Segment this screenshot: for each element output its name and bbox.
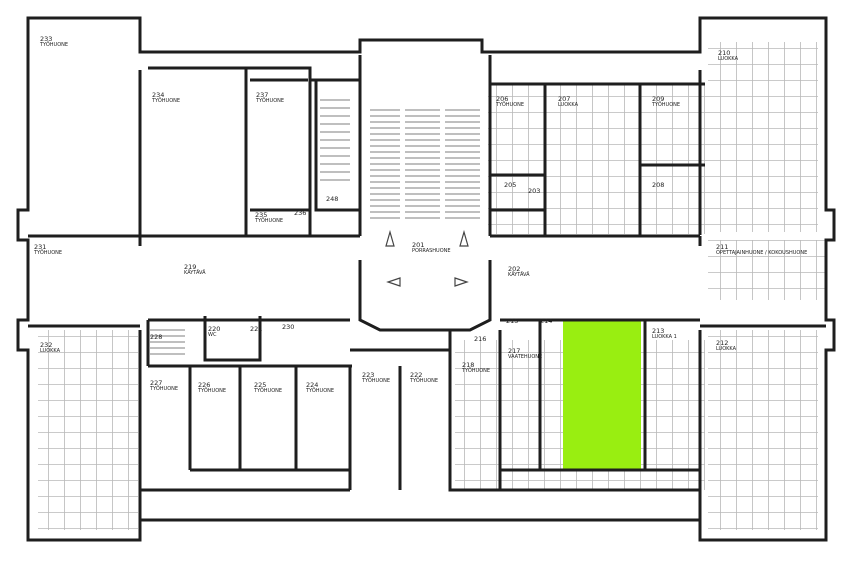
room-label-208: 208: [652, 181, 665, 189]
room-label-236: 236: [294, 209, 307, 217]
highlighted-room[interactable]: [563, 321, 641, 469]
room-label-203: 203: [528, 187, 541, 195]
room-label-221: 221: [250, 325, 263, 333]
room-label-230: 230: [282, 323, 295, 331]
tiled-floor: [38, 42, 826, 530]
stairs: [150, 99, 480, 355]
room-label-228: 228: [150, 333, 163, 341]
walls: [16, 16, 836, 542]
room-label-216: 216: [474, 335, 487, 343]
room-label-215: 215: [506, 317, 519, 325]
windows: [26, 60, 828, 500]
arrow-icons: [385, 229, 469, 287]
room-label-214: 214: [540, 317, 553, 325]
room-label-205: 205: [504, 181, 517, 189]
room-label-248: 248: [326, 195, 339, 203]
